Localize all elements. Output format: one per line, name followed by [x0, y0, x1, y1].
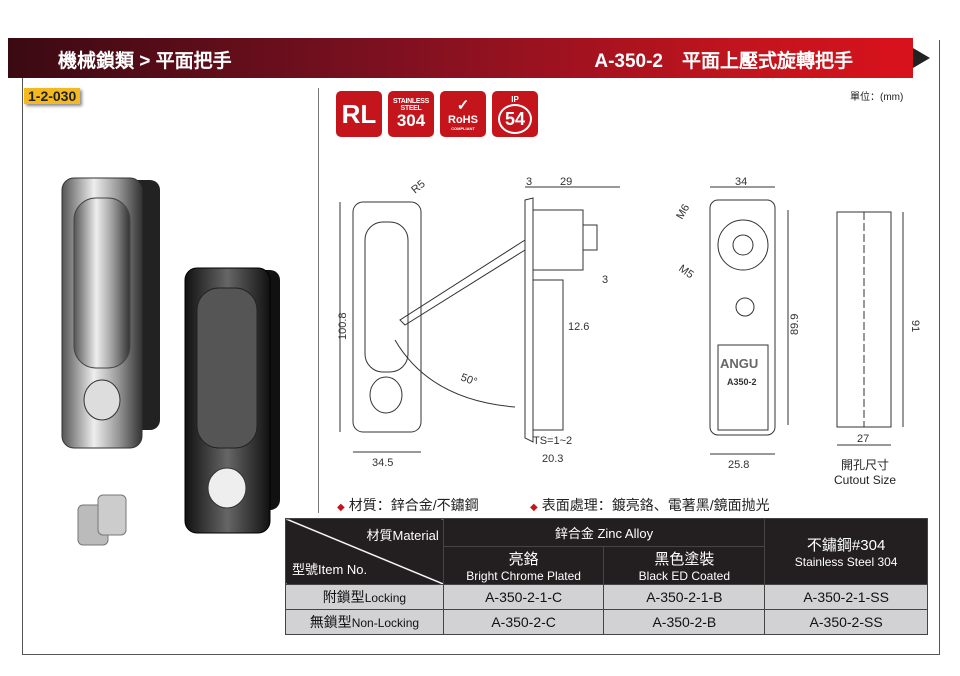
side-view: 3 29 3 12.6 TS=1~2 20.3 50°: [394, 176, 620, 465]
row-label-zh: 附鎖型: [322, 589, 365, 605]
model-table: 材質Material 型號Item No. 鋅合金 Zinc Alloy 不鏽鋼#…: [285, 518, 928, 635]
front-view: 100.8 34.5 R5: [337, 178, 428, 469]
cell-chrome: A-350-2-1-C: [442, 584, 605, 610]
dim-depth: 29: [560, 176, 572, 188]
ip54-badge: IP 54: [492, 91, 538, 137]
ss-zh: 不鏽鋼#304: [806, 537, 886, 554]
row-label: 無鎖型Non-Locking: [285, 609, 444, 635]
dim-m6: M6: [674, 202, 692, 221]
cell-black: A-350-2-B: [603, 609, 766, 635]
spec-material: ◆材質：鋅合金/不鏽鋼: [337, 495, 479, 515]
dim-body: 20.3: [542, 453, 563, 465]
model-mark: A350-2: [727, 377, 757, 387]
chrome-handle-photo: [61, 177, 160, 449]
dim-back-height: 89.9: [789, 314, 801, 335]
back-view: 34 M6 M5 89.9 25.8 ANGU A350-2: [674, 176, 801, 471]
chrome-zh: 亮鉻: [508, 551, 539, 568]
page-frame: [22, 40, 940, 655]
row-label-en: Non-Locking: [351, 616, 420, 630]
ss-en: Stainless Steel 304: [794, 555, 898, 569]
dim-height: 100.8: [337, 312, 349, 340]
black-zh: 黑色塗裝: [654, 551, 715, 568]
dim-angle: 50°: [459, 372, 479, 389]
badge-number: 54: [504, 108, 526, 129]
badge-circle: 54: [498, 103, 532, 134]
badge-text: RoHS: [448, 113, 478, 126]
black-handle-photo: [184, 267, 280, 534]
unit-label: 單位：(mm): [850, 92, 904, 103]
zinc-header: 鋅合金 Zinc Alloy: [442, 518, 766, 547]
table-row: 無鎖型Non-Locking A-350-2-C A-350-2-B A-350…: [285, 609, 928, 635]
cutout-view: 91 27: [836, 211, 921, 446]
cell-ss: A-350-2-1-SS: [764, 584, 928, 610]
product-title: A-350-2 平面上壓式旋轉把手: [594, 51, 853, 72]
dim-radius: R5: [409, 178, 427, 196]
spec-finish-text: 表面處理：鍍亮鉻、電著黑/鏡面抛光: [541, 497, 770, 513]
dim-flange: 3: [526, 176, 532, 188]
spec-finish: ◆表面處理：鍍亮鉻、電著黑/鏡面抛光: [530, 495, 770, 515]
divider: [318, 88, 319, 513]
check-icon: ✓: [456, 96, 470, 114]
cell-black: A-350-2-1-B: [603, 584, 766, 610]
dim-plate-width: 25.8: [728, 459, 749, 471]
black-en: Black ED Coated: [638, 569, 731, 583]
rl-badge: RL: [336, 91, 382, 137]
page-code: 1-2-030: [24, 88, 81, 104]
brand-mark: ANGU: [720, 356, 758, 371]
table-row: 附鎖型Locking A-350-2-1-C A-350-2-1-B A-350…: [285, 584, 928, 610]
dim-thickness: TS=1~2: [533, 435, 572, 447]
header-banner: 機械鎖類 > 平面把手 A-350-2 平面上壓式旋轉把手: [8, 38, 913, 78]
cutout-en: Cutout Size: [834, 473, 897, 487]
table-corner-header: 材質Material 型號Item No.: [285, 518, 444, 585]
banner-arrow: [880, 38, 914, 78]
dim-cutout-height: 91: [909, 320, 921, 332]
item-header: 型號Item No.: [292, 562, 368, 577]
badge-text: STAINLESS STEEL: [392, 98, 430, 112]
cell-ss: A-350-2-SS: [764, 609, 928, 635]
badge-number: 304: [396, 111, 426, 130]
dim-m5: M5: [676, 263, 695, 282]
material-header: 材質Material: [366, 528, 439, 543]
dim-width: 34.5: [372, 457, 393, 469]
cutout-zh: 開孔尺寸: [841, 458, 890, 472]
product-photos: [61, 177, 280, 546]
badge-text: IP: [511, 94, 519, 104]
technical-drawings: 100.8 34.5 R5 3 29 3 12.6 TS=1~2 20.3 50…: [337, 176, 921, 471]
row-label-en: Locking: [364, 591, 407, 605]
dim-nut: 3: [602, 274, 608, 286]
chrome-en: Bright Chrome Plated: [466, 569, 581, 583]
cell-chrome: A-350-2-C: [442, 609, 605, 635]
badge-subtext: COMPLIANT: [451, 125, 475, 131]
diamond-icon: ◆: [530, 502, 538, 513]
dim-cutout-width: 27: [857, 433, 869, 445]
diamond-icon: ◆: [337, 502, 345, 513]
dim-back-width: 34: [735, 176, 747, 188]
category-title: 機械鎖類 > 平面把手: [58, 51, 232, 72]
row-label-zh: 無鎖型: [309, 614, 352, 630]
keys-photo: [77, 494, 127, 546]
dim-offset: 12.6: [568, 321, 589, 333]
spec-material-text: 材質：鋅合金/不鏽鋼: [348, 497, 479, 513]
row-label: 附鎖型Locking: [285, 584, 444, 610]
